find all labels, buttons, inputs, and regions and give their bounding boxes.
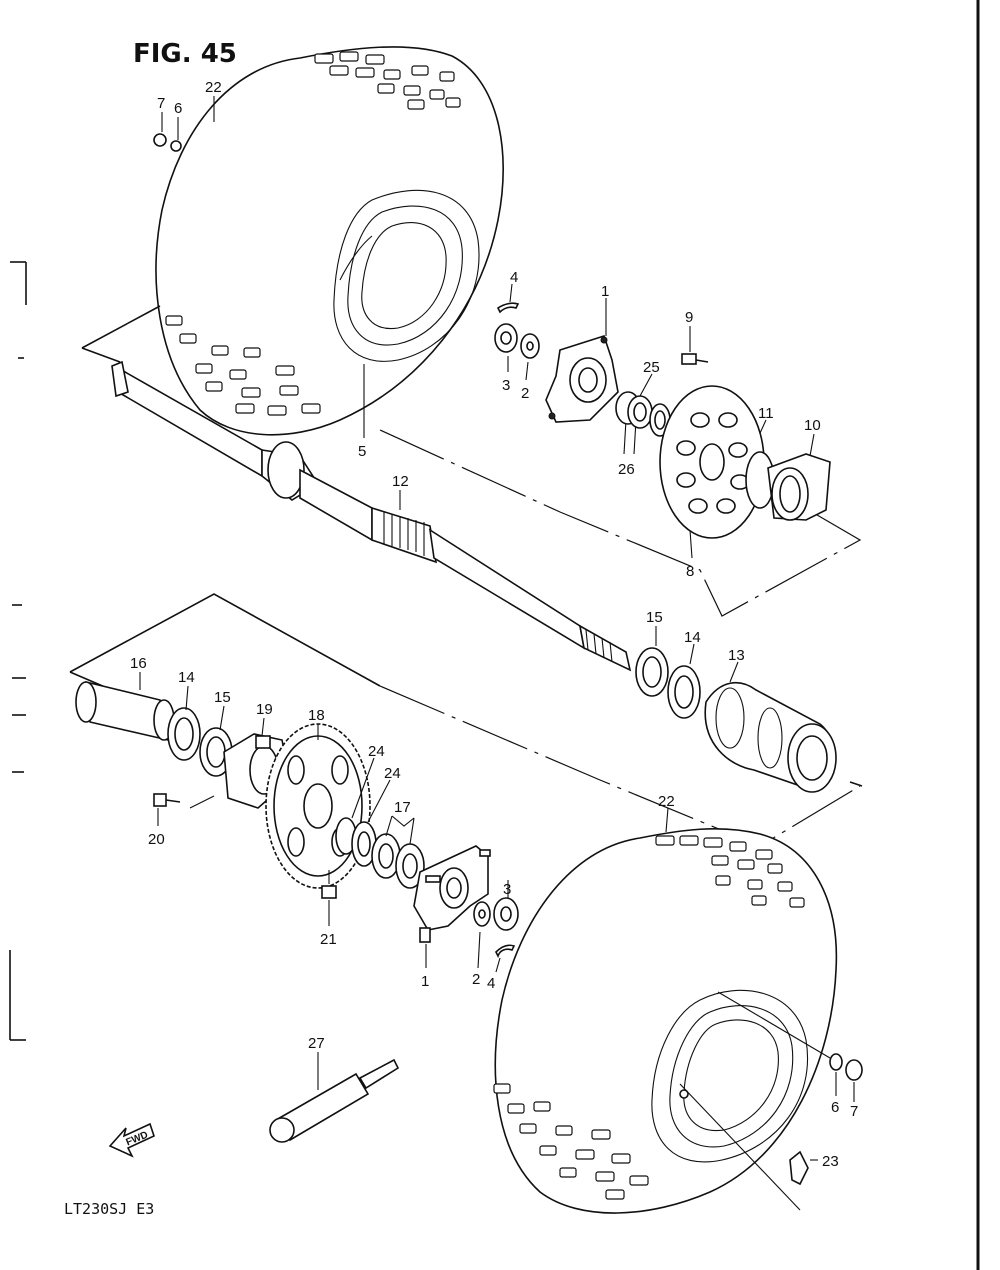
- callout-14-upper: 14: [684, 629, 701, 646]
- caliper-bracket: [767, 453, 831, 521]
- callout-21: 21: [320, 931, 337, 948]
- callout-7-lower: 7: [850, 1103, 858, 1120]
- spacers-24: [335, 817, 377, 867]
- callout-4-lower: 4: [487, 975, 495, 992]
- callout-19: 19: [256, 701, 273, 718]
- valve: [789, 1150, 818, 1186]
- callout-24-lower: 24: [384, 765, 401, 782]
- seal-bearing-right: [635, 647, 701, 719]
- axle-housing: [704, 682, 837, 793]
- bearing-seal-left: [167, 707, 233, 777]
- upper-nut-washer: [153, 112, 182, 152]
- upper-tire: [155, 46, 504, 436]
- callout-5: 5: [358, 443, 366, 460]
- nut-lower: [321, 870, 337, 926]
- callout-16: 16: [130, 655, 147, 672]
- rear-axle: [111, 360, 632, 672]
- brake-disc: [659, 385, 765, 539]
- callout-9: 9: [685, 309, 693, 326]
- callout-27: 27: [308, 1035, 325, 1052]
- figure-title: FIG. 45: [133, 39, 237, 69]
- callout-6-upper: 6: [174, 100, 182, 117]
- lower-tire-tread: [493, 835, 805, 1200]
- sprocket: [265, 723, 371, 889]
- callout-23: 23: [822, 1153, 839, 1170]
- callout-14-lower: 14: [178, 669, 195, 686]
- lower-tire: [494, 828, 838, 1214]
- callout-6-lower: 6: [831, 1099, 839, 1116]
- bearing-seal-upper: [615, 391, 671, 437]
- callout-25: 25: [643, 359, 660, 376]
- bolt-lower: [153, 793, 215, 809]
- callout-10: 10: [804, 417, 821, 434]
- upper-leaders: [363, 283, 815, 559]
- wheel-hub-lower: [413, 845, 491, 943]
- callout-4-upper: 4: [510, 269, 518, 286]
- bolt-upper: [681, 353, 709, 365]
- callout-labels: 22 7 6 5 4 3 2 1 9 25 26 11 10 8 12 15 1…: [130, 79, 858, 1170]
- callout-2-lower: 2: [472, 971, 480, 988]
- callout-3-upper: 3: [502, 377, 510, 394]
- callout-22-lower: 22: [658, 793, 675, 810]
- wheel-hub-upper: [545, 334, 619, 423]
- callout-24-upper: 24: [368, 743, 385, 760]
- callout-8: 8: [686, 563, 694, 580]
- air-gauge: [269, 1058, 400, 1143]
- castle-nut-upper: [494, 323, 518, 353]
- washer-upper: [520, 333, 540, 359]
- svg-text:FWD: FWD: [124, 1130, 149, 1149]
- callout-1-lower: 1: [421, 973, 429, 990]
- spacer-16: [75, 680, 175, 742]
- binding-marks: [9, 261, 27, 1041]
- callout-3-lower: 3: [503, 881, 511, 898]
- callout-18: 18: [308, 707, 325, 724]
- model-code: LT230SJ E3: [64, 1200, 154, 1218]
- callout-22-upper: 22: [205, 79, 222, 96]
- washer-lower: [473, 901, 491, 927]
- callout-15-upper: 15: [646, 609, 663, 626]
- callout-15-lower: 15: [214, 689, 231, 706]
- castle-nut-lower: [493, 897, 519, 931]
- fwd-arrow-icon: FWD: [108, 1122, 155, 1158]
- callout-26: 26: [618, 461, 635, 478]
- callout-1-upper: 1: [601, 283, 609, 300]
- callout-20: 20: [148, 831, 165, 848]
- upper-tire-tread: [165, 51, 461, 416]
- callout-11: 11: [758, 405, 774, 422]
- callout-13: 13: [728, 647, 745, 664]
- bearings-17: [371, 833, 425, 889]
- callout-17: 17: [394, 799, 411, 816]
- callout-12: 12: [392, 473, 409, 490]
- callout-7-upper: 7: [157, 95, 165, 112]
- lower-nut-washer: [829, 1053, 863, 1102]
- callout-2-upper: 2: [521, 385, 529, 402]
